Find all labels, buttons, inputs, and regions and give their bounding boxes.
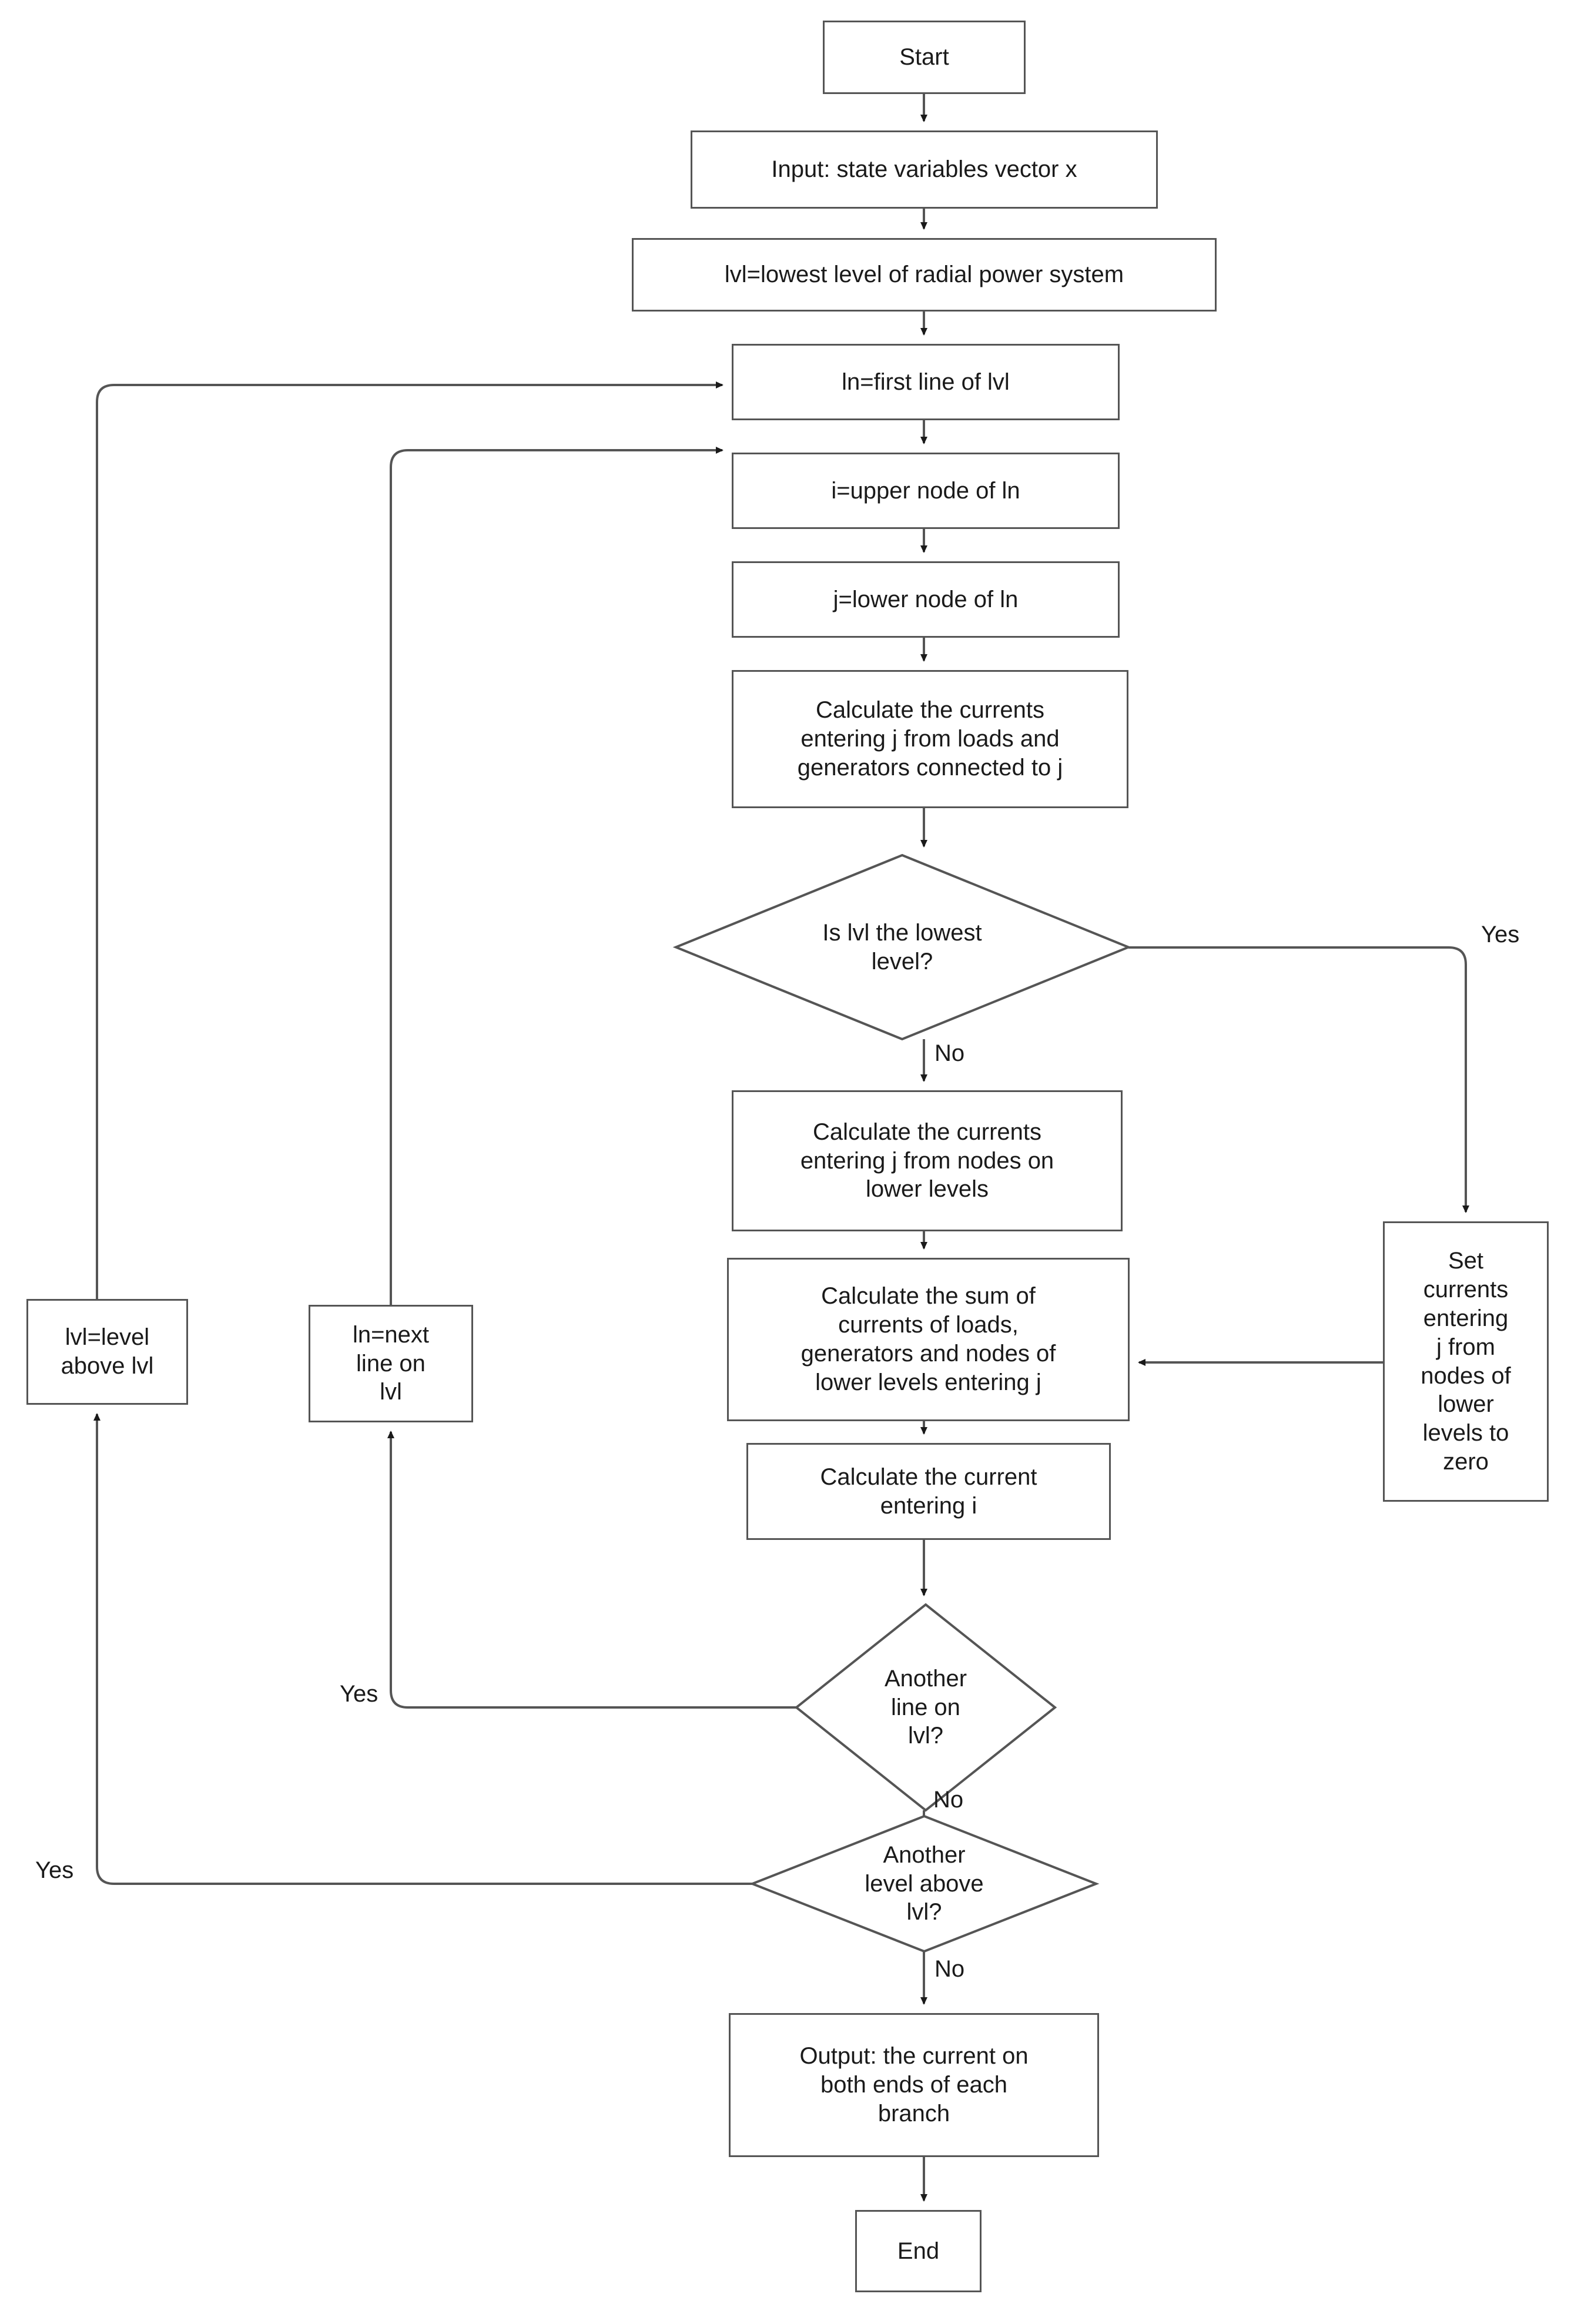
edge-label-another-level-no: No bbox=[934, 1956, 965, 1982]
node-calc-loads[interactable]: Calculate the currents entering j from l… bbox=[732, 670, 1128, 808]
node-first-line-label: ln=first line of lvl bbox=[842, 369, 1010, 395]
node-is-lowest[interactable]: Is lvl the lowest level? bbox=[672, 853, 1132, 1041]
node-output[interactable]: Output: the current on both ends of each… bbox=[729, 2013, 1099, 2157]
is-lowest-diamond-shape bbox=[672, 853, 1132, 1041]
node-calc-sum[interactable]: Calculate the sum of currents of loads, … bbox=[727, 1258, 1130, 1421]
node-set-lvl[interactable]: lvl=lowest level of radial power system bbox=[632, 238, 1217, 312]
another-line-diamond-shape bbox=[794, 1603, 1057, 1812]
node-another-level-label: Another level above lvl? bbox=[865, 1841, 984, 1925]
node-next-line[interactable]: ln=next line on lvl bbox=[309, 1305, 473, 1422]
another-level-diamond-shape bbox=[749, 1814, 1100, 1953]
node-upper-node-label: i=upper node of ln bbox=[831, 477, 1020, 504]
node-lower-node[interactable]: j=lower node of ln bbox=[732, 561, 1120, 638]
node-start[interactable]: Start bbox=[823, 21, 1026, 94]
node-start-label: Start bbox=[899, 44, 949, 71]
edge-label-another-line-yes: Yes bbox=[340, 1681, 378, 1707]
edge-label-another-level-yes: Yes bbox=[35, 1857, 74, 1883]
node-set-lvl-label: lvl=lowest level of radial power system bbox=[724, 262, 1124, 288]
node-output-label: Output: the current on both ends of each… bbox=[799, 2043, 1029, 2127]
node-end[interactable]: End bbox=[855, 2210, 982, 2292]
node-calc-lower-label: Calculate the currents entering j from n… bbox=[800, 1119, 1054, 1203]
node-another-line[interactable]: Another line on lvl? bbox=[794, 1603, 1057, 1812]
node-calc-entering-i[interactable]: Calculate the current entering i bbox=[746, 1443, 1111, 1540]
edge-label-is-lowest-no: No bbox=[934, 1040, 965, 1066]
node-input[interactable]: Input: state variables vector x bbox=[691, 130, 1158, 209]
node-input-label: Input: state variables vector x bbox=[771, 156, 1077, 183]
node-set-zero[interactable]: Set currents entering j from nodes of lo… bbox=[1383, 1221, 1549, 1502]
node-set-zero-label: Set currents entering j from nodes of lo… bbox=[1421, 1248, 1511, 1475]
node-end-label: End bbox=[897, 2238, 940, 2264]
node-another-line-label: Another line on lvl? bbox=[884, 1665, 967, 1749]
node-next-line-label: ln=next line on lvl bbox=[352, 1321, 430, 1405]
node-lower-node-label: j=lower node of ln bbox=[833, 586, 1019, 612]
edge-label-another-line-no: No bbox=[933, 1787, 964, 1813]
node-calc-entering-i-label: Calculate the current entering i bbox=[820, 1464, 1037, 1519]
node-upper-node[interactable]: i=upper node of ln bbox=[732, 453, 1120, 529]
node-calc-loads-label: Calculate the currents entering j from l… bbox=[797, 697, 1063, 781]
node-level-above-label: lvl=level above lvl bbox=[61, 1324, 154, 1379]
edge-label-is-lowest-yes: Yes bbox=[1481, 922, 1520, 947]
node-level-above[interactable]: lvl=level above lvl bbox=[26, 1299, 188, 1405]
node-calc-lower[interactable]: Calculate the currents entering j from n… bbox=[732, 1090, 1123, 1231]
node-another-level[interactable]: Another level above lvl? bbox=[749, 1814, 1100, 1953]
node-calc-sum-label: Calculate the sum of currents of loads, … bbox=[800, 1283, 1056, 1395]
node-is-lowest-label: Is lvl the lowest level? bbox=[822, 919, 982, 975]
node-first-line[interactable]: ln=first line of lvl bbox=[732, 344, 1120, 420]
